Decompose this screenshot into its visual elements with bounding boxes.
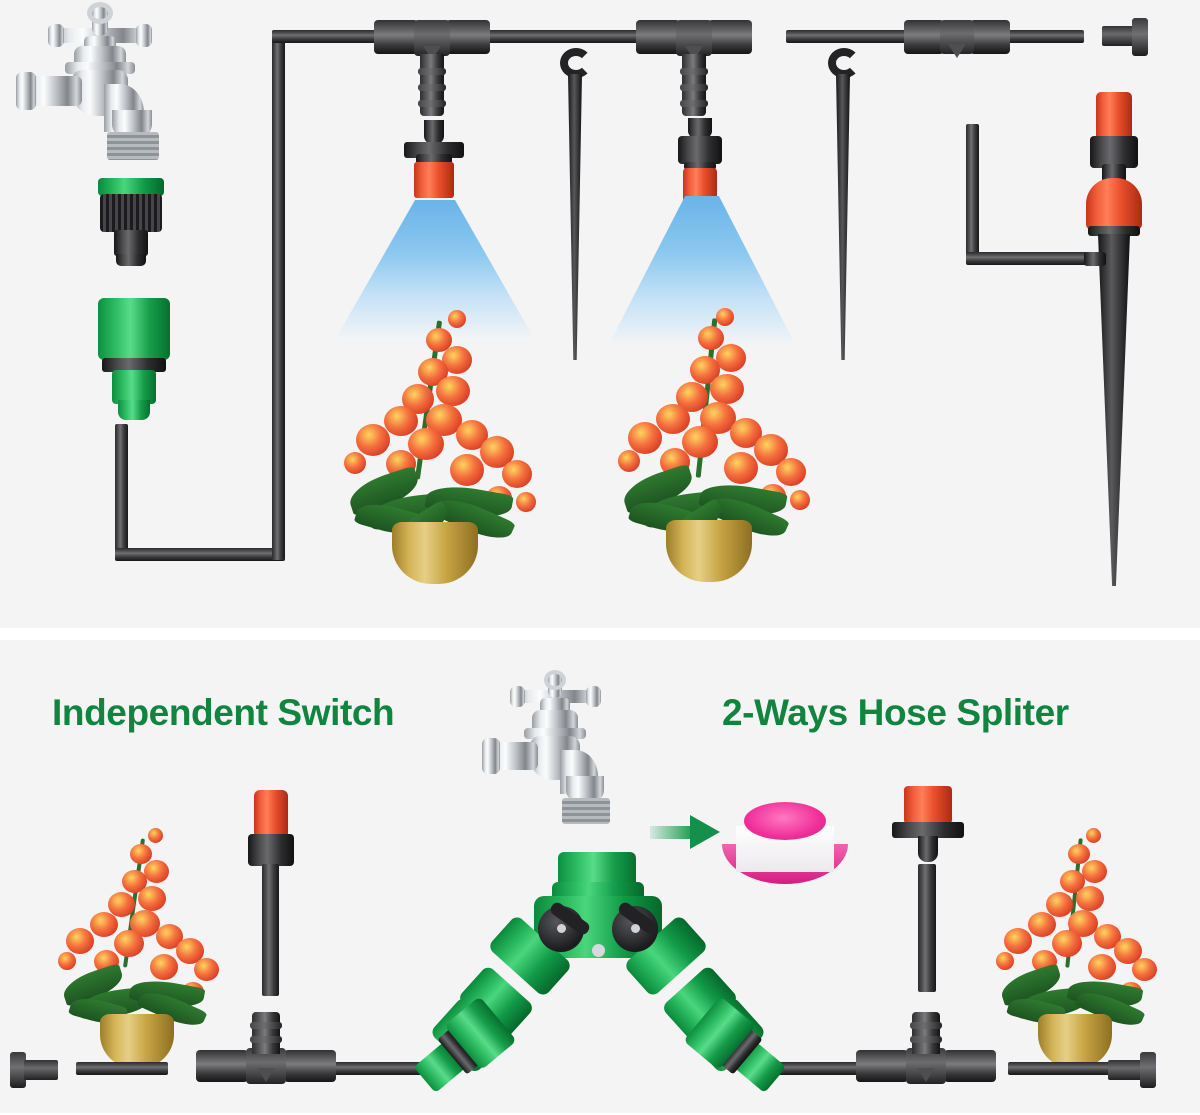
potted-plant-icon [48, 820, 238, 1068]
tap-adapter-icon [96, 178, 166, 270]
hose-splitter-icon [429, 852, 770, 1082]
tubing-icon [76, 1062, 168, 1075]
tubing-icon [966, 124, 979, 264]
irrigation-layout-panel [0, 0, 1200, 628]
thread-seal-tape-icon [722, 786, 848, 894]
tubing-icon [1008, 1062, 1112, 1075]
potted-plant-icon [606, 300, 826, 582]
tubing-icon [115, 424, 128, 560]
tubing-icon [1006, 30, 1084, 43]
tee-connector-icon [904, 20, 1010, 76]
support-stake-icon [556, 48, 596, 360]
tubing-icon [115, 548, 285, 561]
tee-connector-icon [374, 20, 490, 124]
tubing-icon [786, 30, 908, 43]
support-stake-icon [824, 48, 864, 360]
end-plug-icon [10, 1052, 66, 1088]
potted-plant-icon [988, 820, 1178, 1068]
tubing-icon [272, 30, 390, 43]
dripper-stake-icon [240, 790, 302, 1070]
heading-independent-switch: Independent Switch [52, 692, 395, 733]
heading-hose-splitter: 2-Ways Hose Spliter [722, 692, 1069, 733]
tee-connector-icon [196, 1012, 336, 1086]
tubing-icon [346, 1062, 418, 1075]
mist-nozzle-icon [404, 120, 464, 202]
faucet-icon [478, 670, 628, 844]
potted-plant-icon [330, 300, 550, 584]
tubing-icon [776, 1062, 866, 1075]
dripper-stake-icon [888, 786, 966, 1076]
tubing-icon [966, 252, 1092, 265]
arrow-right-icon [650, 815, 722, 849]
faucet-thread-icon [562, 798, 610, 824]
quick-connector-icon [92, 298, 174, 430]
panel-divider [0, 628, 1200, 640]
faucet-thread-icon [107, 132, 159, 160]
end-plug-icon [1108, 1052, 1164, 1088]
tubing-icon [272, 30, 285, 560]
tee-connector-icon [636, 20, 752, 124]
tee-connector-icon [856, 1012, 996, 1086]
mist-nozzle-icon [676, 118, 724, 208]
faucet-icon [8, 2, 188, 160]
end-plug-icon [1102, 18, 1156, 58]
tubing-icon [466, 30, 638, 43]
dripper-stake-icon [1078, 92, 1150, 592]
